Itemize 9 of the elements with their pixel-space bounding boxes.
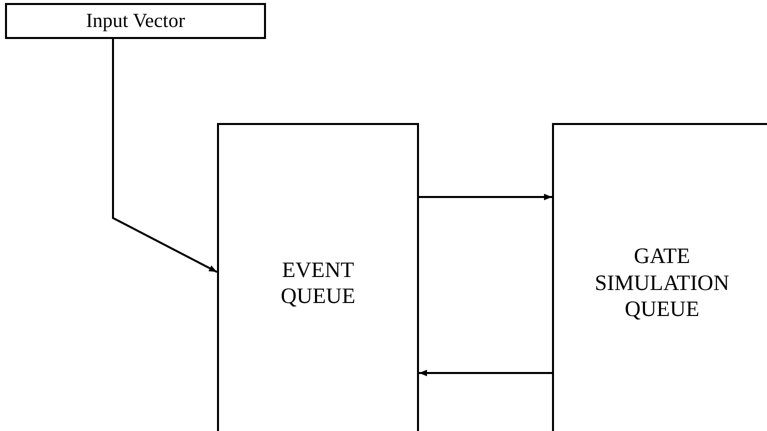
box-label: Input Vector — [86, 9, 186, 33]
box-label: EVENT QUEUE — [280, 256, 356, 310]
process-box — [552, 123, 767, 431]
arrow — [419, 194, 552, 200]
box-label: GATE SIMULATION QUEUE — [594, 243, 730, 323]
process-box — [5, 3, 266, 39]
arrow — [419, 370, 552, 376]
process-box — [217, 123, 419, 431]
arrow — [112, 39, 218, 273]
